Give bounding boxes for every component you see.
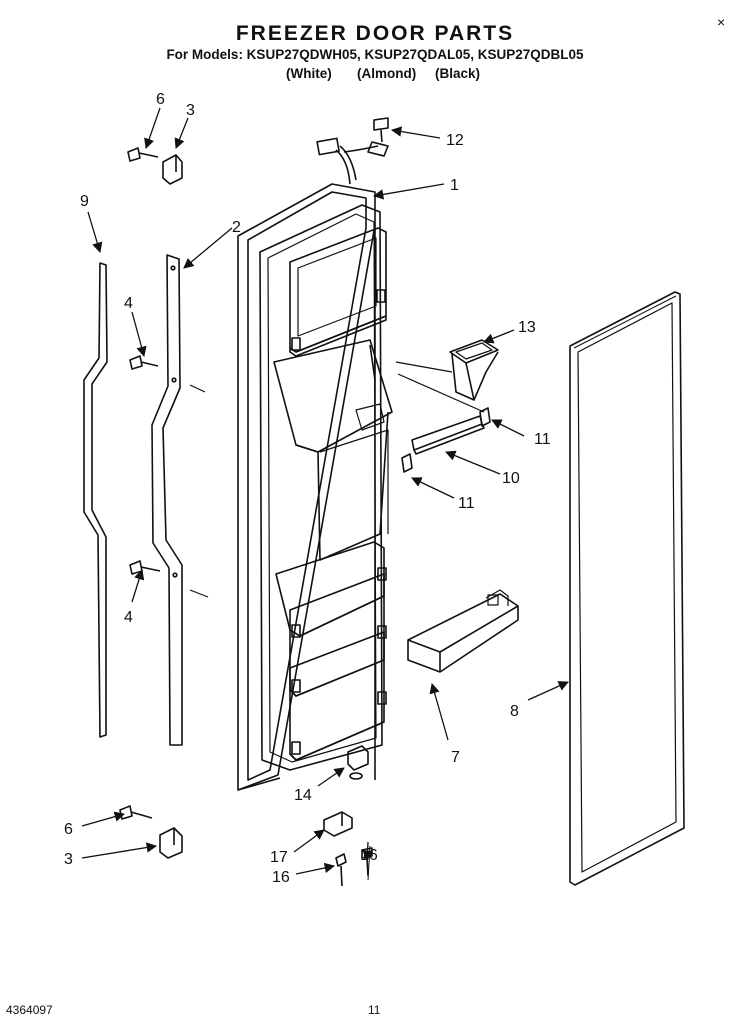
part-11-end-cap-right [479,407,491,427]
callout-17: 17 [270,849,288,866]
part-11-end-cap-left [401,453,413,473]
page-title: FREEZER DOOR PARTS [235,22,515,45]
model-list: For Models: KSUP27QDWH05, KSUP27QDAL05, … [166,47,584,62]
part-17-bracket [323,811,353,837]
callout-12: 12 [446,132,464,149]
part-4-screw-lower [129,560,161,575]
variant-black: (Black) [435,66,481,81]
door-upper-compartment [289,227,387,357]
callout-6-upper: 6 [156,91,165,108]
callout-labels: 1 2 3 3 4 4 6 6 7 8 9 10 11 11 12 13 14 … [64,91,551,886]
part-3-hinge-cap-upper [162,154,183,185]
callout-7: 7 [451,749,460,766]
callout-1: 1 [450,177,459,194]
door-lower-compartments [275,541,387,761]
part-6-screw-upper [127,147,159,162]
part-8-door-gasket [569,291,685,886]
callout-16-right: 16 [360,847,378,864]
part-13-ice-chute [449,339,499,401]
part-10-trim-strip [411,415,485,455]
variant-white: (White) [286,66,332,81]
callout-11-right: 11 [534,431,551,448]
part-3-hinge-cap-lower [159,827,183,859]
part-7-door-bin [407,589,519,673]
callout-4-upper: 4 [124,295,133,312]
part-1-door-liner [237,183,383,791]
corner-mark: × [717,14,726,30]
callout-3-upper: 3 [186,102,195,119]
callout-3-lower: 3 [64,851,73,868]
part-16-screw-lower [335,853,347,887]
callout-14: 14 [294,787,312,804]
callout-6-lower: 6 [64,821,73,838]
callout-8: 8 [510,703,519,720]
part-4-screw-upper [129,355,159,370]
callout-11-left: 11 [458,495,475,512]
part-9-door-strip [83,262,108,738]
callout-13: 13 [518,319,536,336]
part-14-hinge-cam [347,745,369,780]
document-number: 4364097 [6,1003,53,1017]
part-6-screw-lower [119,805,153,820]
callout-16-left: 16 [272,869,290,886]
variant-almond: (Almond) [357,66,417,81]
part-wire-harness [316,137,389,185]
callout-2: 2 [232,219,241,236]
page-number: 11 [368,1003,381,1017]
part-12-screw [373,117,389,143]
callout-4-lower: 4 [124,609,133,626]
callout-9: 9 [80,193,89,210]
part-2-hinge-bar [151,254,209,746]
callout-10: 10 [502,470,520,487]
